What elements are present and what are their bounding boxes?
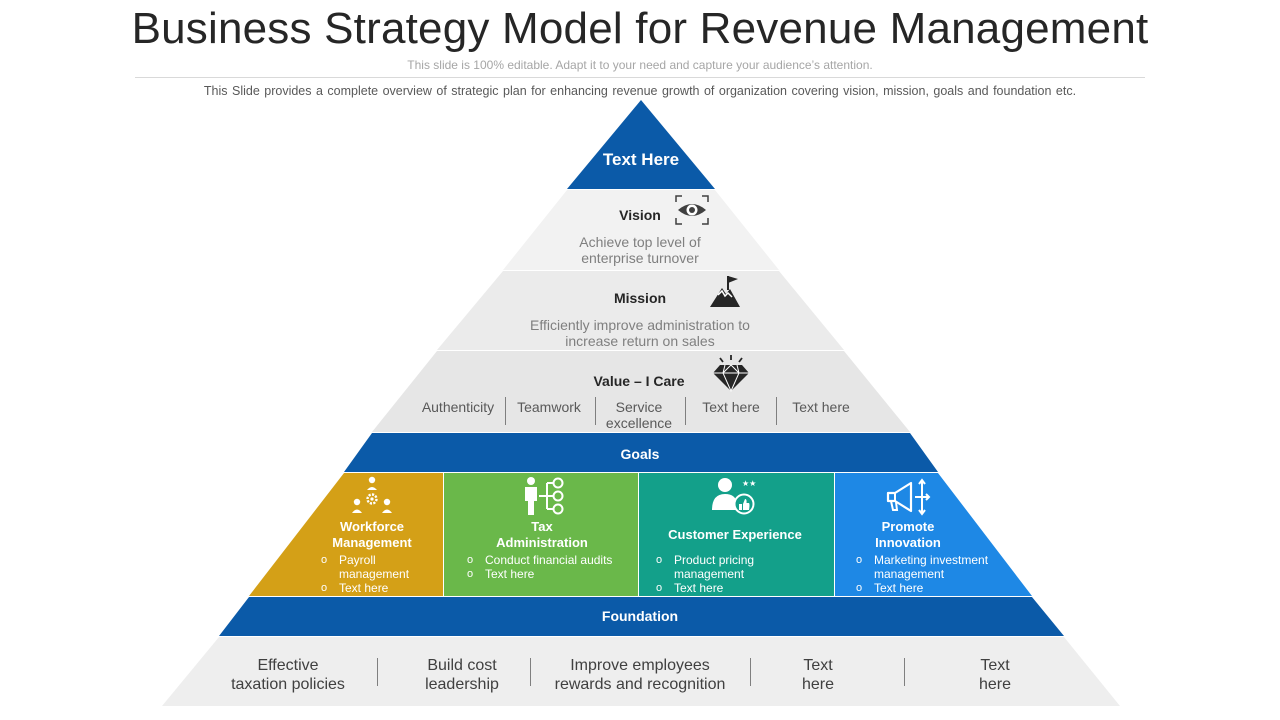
- megaphone-icon: [886, 478, 931, 516]
- foundation-item-line: Improve employees: [570, 657, 710, 674]
- goals-band: [344, 433, 938, 472]
- goal-bullets-1: Payroll management Text here: [321, 553, 436, 595]
- mission-band: [437, 271, 844, 350]
- goal-title-4b: Innovation: [875, 535, 941, 550]
- vision-heading: Vision: [619, 207, 661, 223]
- goal-bullet: Marketing investment management: [856, 553, 1006, 581]
- goals-label: Goals: [620, 446, 660, 462]
- mountain-flag-icon: [710, 276, 740, 307]
- value-separator: [685, 397, 686, 425]
- foundation-item-line: Text: [980, 657, 1010, 674]
- page-title: Business Strategy Model for Revenue Mana…: [131, 4, 1149, 53]
- goal-title-2a: Tax: [531, 519, 553, 534]
- foundation-separator: [377, 658, 378, 686]
- foundation-band: [219, 597, 1064, 636]
- value-item-3: Service excellence: [605, 399, 673, 431]
- foundation-label: Foundation: [601, 608, 679, 624]
- value-item-5: Text here: [792, 399, 850, 415]
- team-gear-icon: [352, 476, 392, 513]
- goal-bullet: Text here: [321, 581, 436, 595]
- foundation-item-line: leadership: [425, 676, 499, 693]
- svg-text:★★: ★★: [742, 479, 756, 488]
- value-separator: [595, 397, 596, 425]
- goal-bullet: Payroll management: [321, 553, 436, 581]
- vision-band: [503, 190, 779, 270]
- goal-bullets-2: Conduct financial audits Text here: [467, 553, 632, 581]
- apex-band[interactable]: [567, 100, 715, 189]
- editable-note: This slide is 100% editable. Adapt it to…: [407, 58, 873, 72]
- slide-description: This Slide provides a complete overview …: [203, 84, 1077, 98]
- mission-text-2: increase return on sales: [565, 333, 715, 349]
- foundation-item-line: here: [978, 676, 1012, 693]
- apex-label: Text Here: [602, 150, 680, 169]
- value-item-1: Authenticity: [421, 399, 495, 415]
- goal-bullet: Text here: [856, 581, 1006, 595]
- foundation-item-line: Effective: [257, 657, 319, 674]
- values-band: [372, 351, 910, 432]
- foundation-item-3: Improve employees rewards and recognitio…: [545, 656, 735, 694]
- mission-text-1: Efficiently improve administration to: [530, 317, 750, 333]
- goal-bullet: Text here: [467, 567, 632, 581]
- vision-text-1: Achieve top level of: [579, 234, 701, 250]
- goal-title-1b: Management: [332, 535, 412, 550]
- foundation-item-5: Text here: [955, 656, 1035, 694]
- foundation-item-line: taxation policies: [231, 676, 345, 693]
- goal-bullets-3: Product pricing management Text here: [656, 553, 796, 595]
- foundation-item-line: here: [801, 676, 835, 693]
- value-item-4: Text here: [702, 399, 760, 415]
- foundation-item-2: Build cost leadership: [397, 656, 527, 694]
- value-separator: [505, 397, 506, 425]
- goal-bullets-4: Marketing investment management Text her…: [856, 553, 1006, 595]
- goal-title-1a: Workforce: [339, 519, 405, 534]
- foundation-separator: [530, 658, 531, 686]
- goal-title-4a: Promote: [881, 519, 935, 534]
- foundation-item-line: Build cost: [427, 657, 497, 674]
- foundation-base: [162, 637, 1120, 706]
- goal-bullet: Product pricing management: [656, 553, 796, 581]
- person-network-icon: [525, 477, 564, 515]
- goal-title-3a: Customer Experience: [668, 527, 802, 542]
- foundation-item-4: Text here: [778, 656, 858, 694]
- mission-heading: Mission: [613, 290, 667, 306]
- vision-text-2: enterprise turnover: [581, 250, 699, 266]
- diamond-icon: [713, 355, 749, 393]
- foundation-item-line: rewards and recognition: [554, 676, 726, 693]
- values-heading: Value – I Care: [593, 373, 685, 389]
- eye-icon: [675, 195, 709, 225]
- goal-bullet: Conduct financial audits: [467, 553, 632, 567]
- goal-bullet: Text here: [656, 581, 796, 595]
- goal-title-2b: Administration: [496, 535, 588, 550]
- foundation-item-1: Effective taxation policies: [213, 656, 363, 694]
- foundation-item-line: Text: [803, 657, 833, 674]
- foundation-separator: [904, 658, 905, 686]
- value-separator: [776, 397, 777, 425]
- customer-rating-icon: ★★: [712, 478, 756, 515]
- value-item-2: Teamwork: [517, 399, 581, 415]
- foundation-separator: [750, 658, 751, 686]
- header-divider: [135, 77, 1145, 78]
